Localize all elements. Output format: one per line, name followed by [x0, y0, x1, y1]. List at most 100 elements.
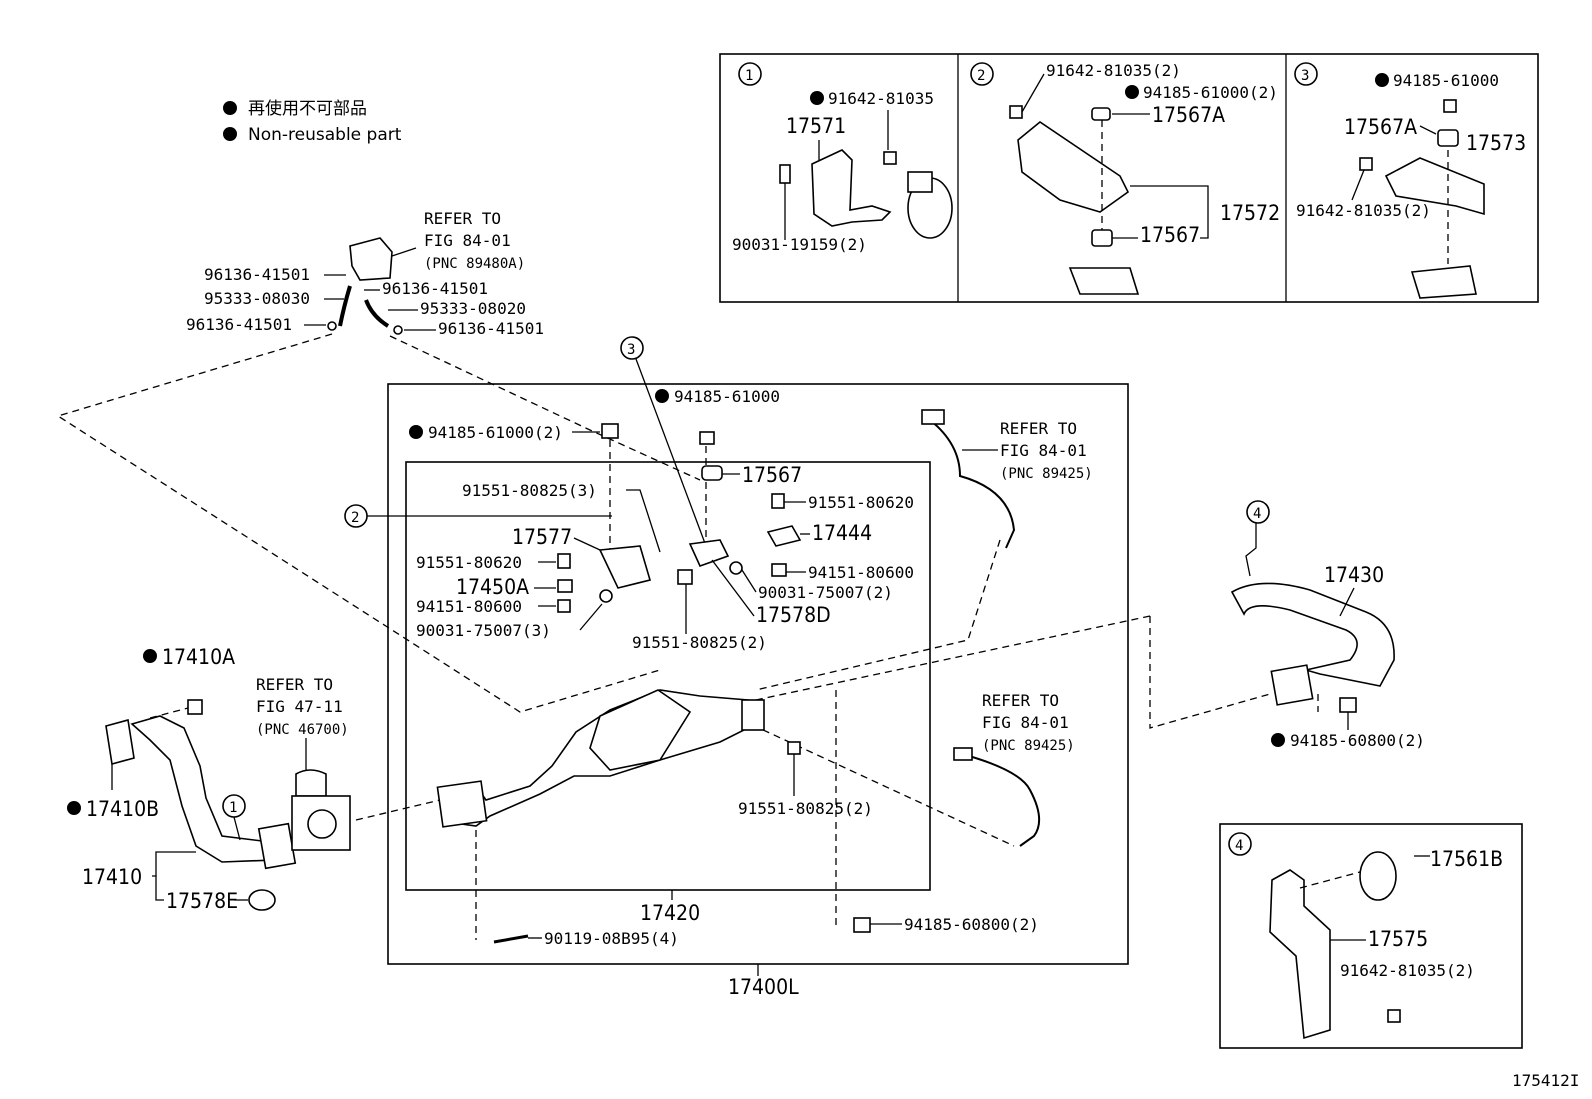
routing-line	[1149, 616, 1271, 729]
part-label: 94151-80600	[808, 563, 914, 582]
legend: 再使用不可部品 Non-reusable part	[223, 98, 402, 145]
refer-label: REFER TO	[424, 209, 501, 228]
heat-shield-icon	[589, 689, 692, 771]
clamp-17578E-icon	[248, 889, 276, 911]
hose-clip-icon	[393, 325, 403, 335]
washer-icon	[599, 589, 613, 603]
bolt-icon	[779, 164, 791, 184]
part-label: 91551-80620	[416, 553, 522, 572]
refer-label: FIG 84-01	[982, 713, 1069, 732]
part-label: 95333-08020	[420, 299, 526, 318]
callout-number: 4	[1235, 838, 1243, 854]
inlet-flange-icon	[436, 780, 488, 828]
leader-line	[1351, 169, 1365, 201]
part-label: 91642-81035	[828, 89, 934, 108]
leader-line	[1339, 587, 1355, 617]
assembly-frame-17420	[405, 461, 931, 891]
part-label: 17444	[812, 521, 872, 545]
part-label: 17561B	[1430, 847, 1503, 871]
non-reusable-dot-icon	[67, 801, 81, 815]
cushion-17567-icon	[1091, 229, 1113, 247]
part-label: 17567	[1140, 223, 1200, 247]
bracket-17572-icon	[1017, 121, 1130, 213]
tail-pipe-group: 4 17430 94185-60800(2)	[1230, 500, 1425, 750]
sensor-connector-icon	[953, 747, 973, 761]
washer-icon	[729, 561, 743, 575]
leader-bracket	[1130, 185, 1209, 239]
part-label: 17578D	[756, 603, 831, 627]
sensor-connector-icon	[921, 409, 945, 425]
non-reusable-dot-icon	[1125, 85, 1139, 99]
non-reusable-dot-icon	[223, 127, 237, 141]
part-label: 91642-81035(2)	[1296, 201, 1431, 220]
frame-mount-icon	[1068, 267, 1140, 295]
gasket-17410B-icon	[105, 718, 135, 766]
bolt-icon	[1009, 105, 1023, 119]
part-label: 17578E	[166, 889, 238, 913]
hanger-17561B-icon	[1359, 851, 1397, 901]
refer-label: (PNC 89425)	[982, 738, 1075, 754]
bolt-icon	[557, 553, 571, 569]
part-label: 17430	[1324, 563, 1384, 587]
bolt-icon	[1359, 157, 1373, 171]
part-label: 94185-60800(2)	[904, 915, 1039, 934]
leader-line	[635, 358, 707, 547]
part-label: 91642-81035(2)	[1340, 961, 1475, 980]
nut-icon	[771, 563, 787, 577]
part-label: 17573	[1466, 131, 1526, 155]
part-label: 91551-80620	[808, 493, 914, 512]
front-pipe-group: 17410A 17410B 1 17410 17578E REFER TO FI…	[67, 645, 351, 913]
bracket-17578D-icon	[688, 539, 730, 568]
part-label: 94185-61000(2)	[428, 423, 563, 442]
refer-label: FIG 84-01	[424, 231, 511, 250]
bolt-icon	[771, 493, 785, 509]
leader-line	[573, 537, 601, 551]
part-label: 90031-19159(2)	[732, 235, 867, 254]
refer-label: REFER TO	[982, 691, 1059, 710]
outlet-flange-icon	[741, 699, 765, 731]
refer-label: FIG 47-11	[256, 697, 343, 716]
assembly-line	[1299, 871, 1361, 889]
vacuum-hose-group: REFER TO FIG 84-01 (PNC 89480A) 96136-41…	[186, 209, 544, 338]
main-assembly: 3 2 94185-61000 94185-61000(2) 17567 915…	[344, 336, 1093, 999]
bracket-17575-icon	[1269, 869, 1331, 1040]
stud-bolt-icon	[493, 934, 529, 944]
refer-label: REFER TO	[256, 675, 333, 694]
callout-number: 3	[627, 342, 635, 358]
callout-circle	[620, 336, 644, 360]
part-label: 96136-41501	[204, 265, 310, 284]
non-reusable-dot-icon	[810, 91, 824, 105]
routing-line	[389, 335, 701, 481]
non-reusable-dot-icon	[1271, 733, 1285, 747]
callout-number: 2	[351, 510, 359, 526]
callout-circle	[1294, 62, 1318, 86]
bolt-icon	[677, 569, 693, 585]
inset-4: 4 17561B 17575 91642-81035(2)	[1219, 823, 1523, 1049]
part-label: 94185-61000(2)	[1143, 83, 1278, 102]
nut-icon	[853, 917, 871, 933]
leader-line	[626, 489, 661, 553]
front-pipe-17410-icon	[130, 715, 275, 863]
leader-line	[1419, 125, 1437, 135]
inset-1: 1 91642-81035 17571 90031-19159(2)	[732, 62, 953, 254]
callout-circle	[1228, 832, 1252, 856]
exhaust-temp-sensor-icon	[961, 753, 1041, 847]
leader-line	[233, 816, 241, 841]
part-label: 17567	[742, 463, 802, 487]
part-label: 17410A	[162, 645, 235, 669]
inset-3: 3 94185-61000 17567A 17573 91642-81035(2…	[1294, 62, 1526, 299]
callout-number: 2	[977, 68, 985, 84]
nut-icon	[601, 423, 619, 439]
vacuum-hose-icon	[364, 299, 390, 328]
part-label: 17450A	[456, 575, 529, 599]
inset-frame	[1219, 823, 1523, 1049]
nut-icon	[557, 599, 571, 613]
part-label: 94185-61000	[1393, 71, 1499, 90]
part-label: 17571	[786, 114, 846, 138]
refer-label: (PNC 89480A)	[424, 256, 525, 272]
bracket-17577-icon	[598, 545, 652, 589]
exhaust-temp-sensor-icon	[929, 419, 1016, 549]
refer-label: (PNC 89425)	[1000, 466, 1093, 482]
pipe-flange-icon	[257, 822, 297, 870]
